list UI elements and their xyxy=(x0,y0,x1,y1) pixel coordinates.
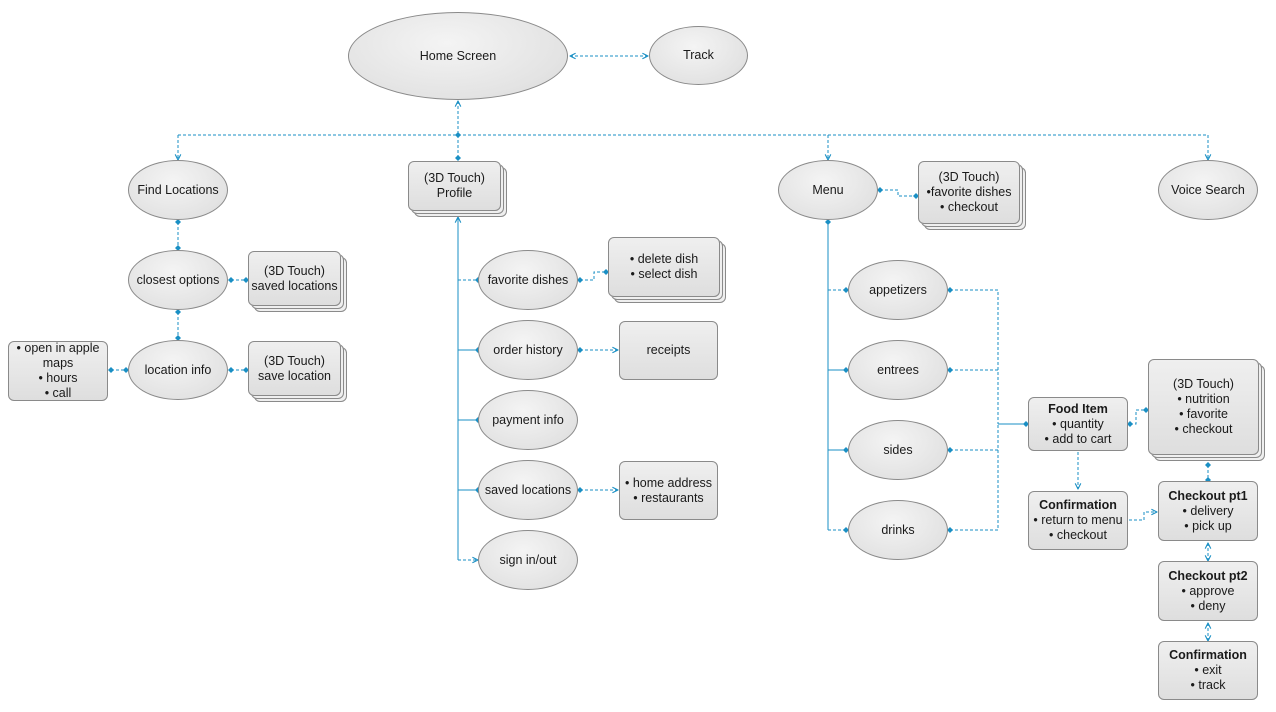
connector-sides-food xyxy=(947,424,999,453)
sides-node: sides xyxy=(848,420,948,480)
food-item-3d-touch-node: (3D Touch)• nutrition• favorite• checkou… xyxy=(1148,359,1259,455)
payment-info-node: payment info xyxy=(478,390,578,450)
connector-drinks-food xyxy=(947,424,999,533)
appetizers-node: appetizers xyxy=(848,260,948,320)
connector-confirmation-checkout xyxy=(1129,512,1157,521)
connector-favorites-actions xyxy=(577,269,609,283)
voice-search-node: Voice Search xyxy=(1158,160,1258,220)
confirmation-menu-node: Confirmation• return to menu• checkout xyxy=(1028,491,1128,550)
find-locations-node: Find Locations xyxy=(128,160,228,220)
menu-3d-touch-node: (3D Touch)•favorite dishes• checkout xyxy=(918,161,1020,224)
drinks-node: drinks xyxy=(848,500,948,560)
order-history-node: order history xyxy=(478,320,578,380)
closest-options-node: closest options xyxy=(128,250,228,310)
connector-entrees-food xyxy=(947,367,999,424)
sign-in-out-node: sign in/out xyxy=(478,530,578,590)
profile-node: (3D Touch)Profile xyxy=(408,161,501,211)
connector-menu-3d xyxy=(877,187,919,199)
saved-locations-node: saved locations xyxy=(478,460,578,520)
closest-3d-touch-node: (3D Touch)saved locations xyxy=(248,251,341,306)
checkout-pt1-node: Checkout pt1• delivery• pick up xyxy=(1158,481,1258,541)
checkout-pt2-node: Checkout pt2• approve• deny xyxy=(1158,561,1258,621)
entrees-node: entrees xyxy=(848,340,948,400)
location-3d-touch-node: (3D Touch)save location xyxy=(248,341,341,396)
track-node: Track xyxy=(649,26,748,85)
menu-node: Menu xyxy=(778,160,878,220)
connector-appetizers-food xyxy=(947,287,999,424)
receipts-node: receipts xyxy=(619,321,718,380)
saved-location-items-node: • home address• restaurants xyxy=(619,461,718,520)
food-item-node: Food Item• quantity• add to cart xyxy=(1028,397,1128,451)
home-screen-node: Home Screen xyxy=(348,12,568,100)
connector-food-3d xyxy=(1127,407,1149,427)
favorite-dishes-node: favorite dishes xyxy=(478,250,578,310)
location-info-node: location info xyxy=(128,340,228,400)
favorite-actions-node: • delete dish• select dish xyxy=(608,237,720,297)
confirmation-final-node: Confirmation• exit• track xyxy=(1158,641,1258,700)
